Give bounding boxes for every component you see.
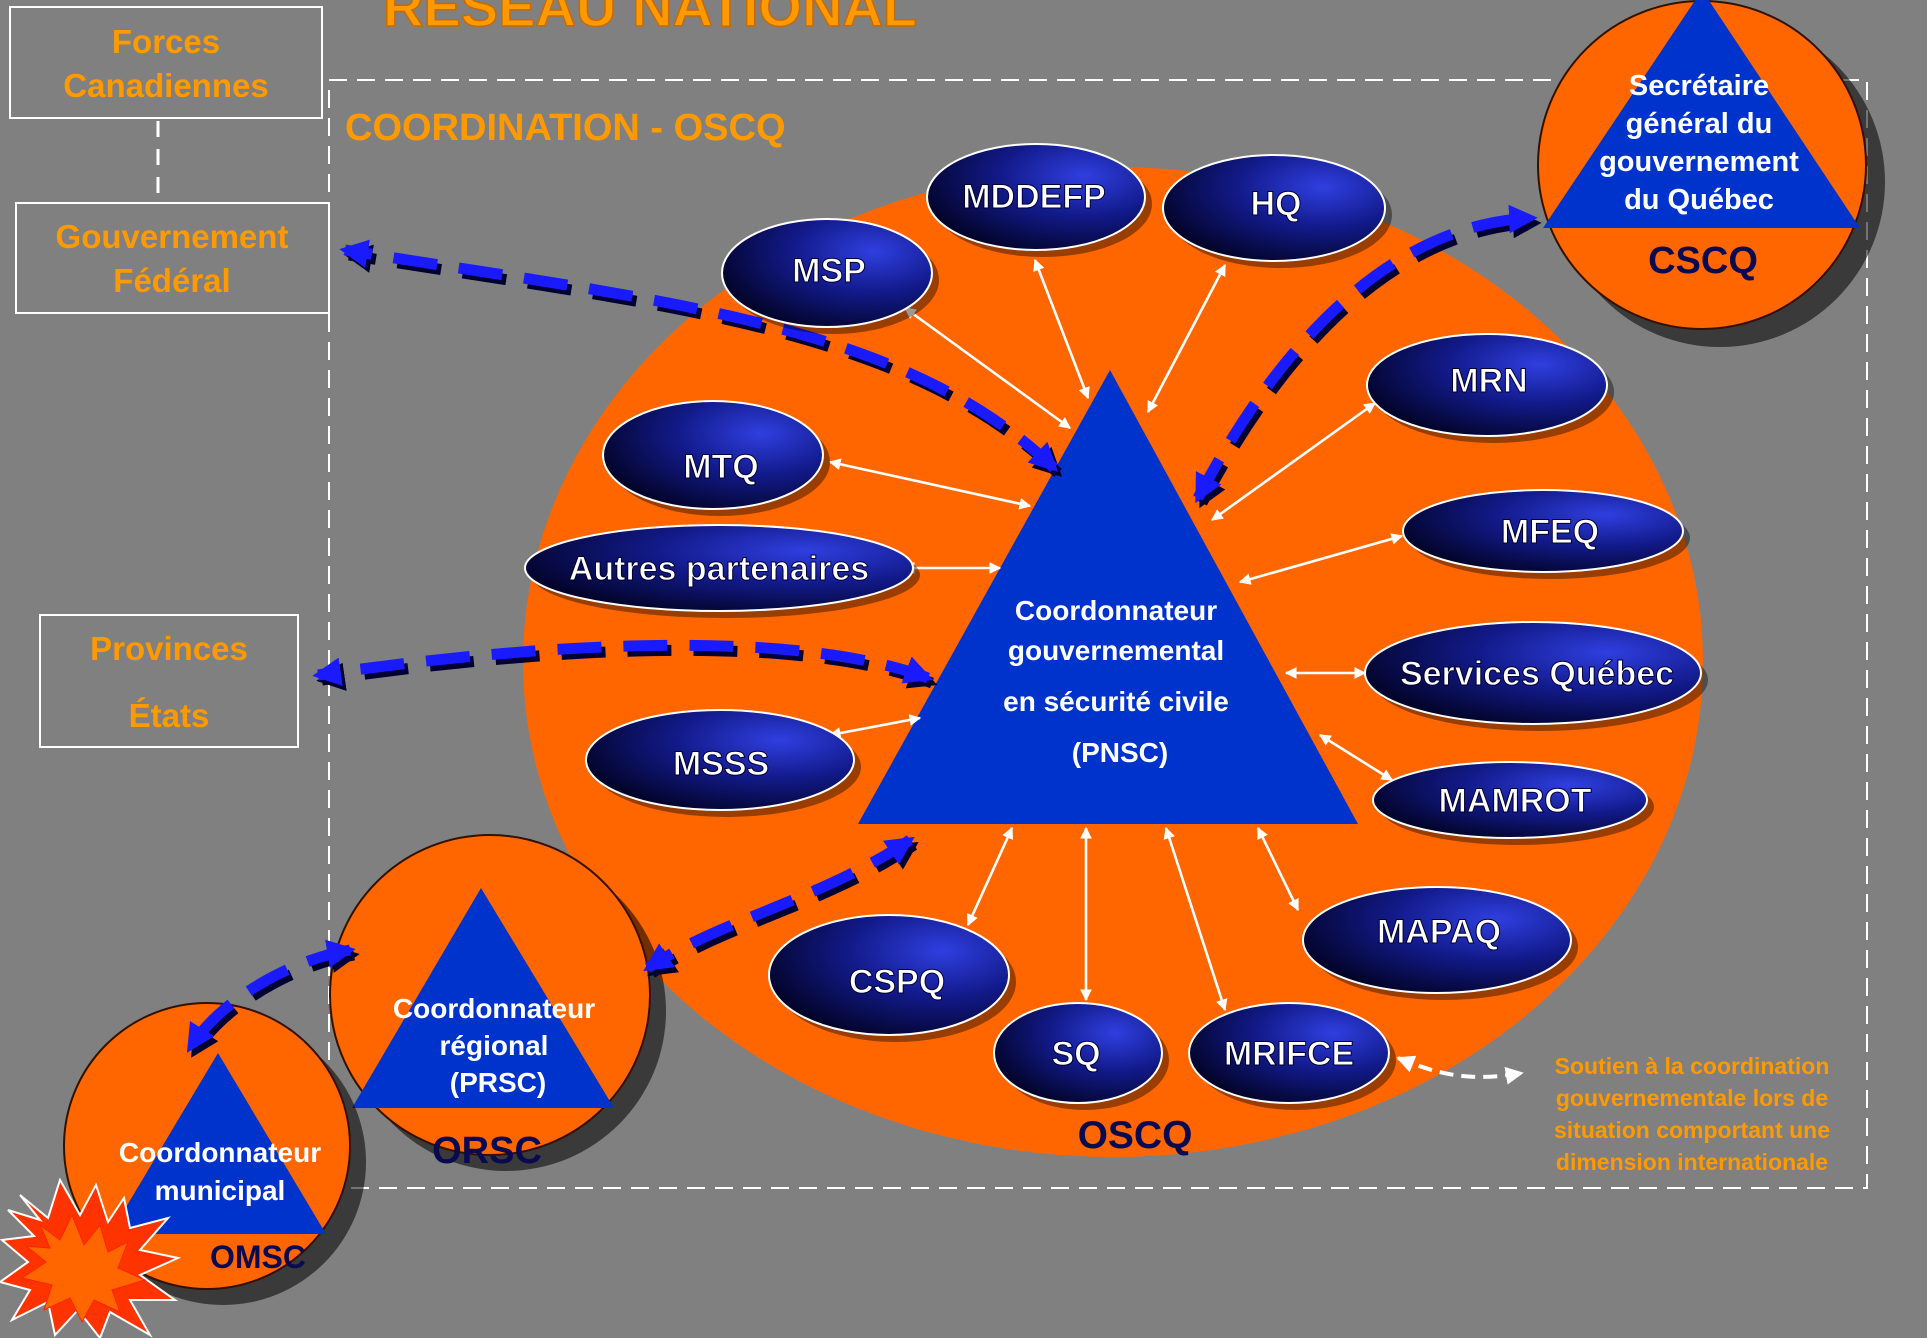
omsc-arrow <box>185 939 360 1058</box>
gouvernement-federal-label: Gouvernement <box>56 218 289 255</box>
svg-text:MTQ: MTQ <box>683 448 759 486</box>
orsc-arrow <box>643 835 919 978</box>
omsc-group: Coordonnateur municipal OMSC <box>63 1002 366 1305</box>
partner-mtq: MTQ <box>602 400 830 516</box>
page-title: RÉSEAU NATIONAL <box>383 0 917 38</box>
partner-mapaq: MAPAQ <box>1302 886 1578 1000</box>
partner-sq: SQ <box>993 1002 1169 1110</box>
central-triangle <box>858 370 1358 824</box>
gouvernement-federal-box: Gouvernement Fédéral <box>15 202 330 314</box>
partner-mddefp: MDDEFP <box>926 143 1152 257</box>
svg-text:MRN: MRN <box>1450 362 1527 400</box>
partner-mrn: MRN <box>1366 333 1614 443</box>
orsc-group: Coordonnateur régional (PRSC) ORSC <box>329 834 666 1172</box>
note-arrow <box>1396 1055 1524 1085</box>
svg-text:gouvernementale lors de: gouvernementale lors de <box>1556 1085 1828 1111</box>
orsc-text: (PRSC) <box>450 1067 546 1098</box>
international-note: Soutien à la coordination gouvernemental… <box>1554 1053 1830 1175</box>
partner-msss: MSSS <box>585 709 861 817</box>
omsc-triangle <box>110 1053 326 1234</box>
orsc-text: Coordonnateur <box>393 993 595 1024</box>
partner-msp: MSP <box>721 218 939 334</box>
cscq-arrow <box>1193 204 1542 509</box>
svg-text:Services Québec: Services Québec <box>1400 655 1674 693</box>
central-text: (PNSC) <box>1072 737 1168 768</box>
forces-canadiennes-box: Forces Canadiennes <box>9 6 323 119</box>
central-text: en sécurité civile <box>1003 686 1229 717</box>
provinces-etats-box: Provinces États <box>39 614 299 748</box>
explosion-icon <box>0 1177 182 1338</box>
svg-text:MAPAQ: MAPAQ <box>1377 913 1501 951</box>
svg-text:Soutien à la coordination: Soutien à la coordination <box>1555 1053 1830 1079</box>
svg-text:MSP: MSP <box>792 252 866 290</box>
orsc-label: ORSC <box>432 1130 542 1172</box>
oscq-label: OSCQ <box>1078 1114 1193 1157</box>
svg-text:situation comportant une: situation comportant une <box>1554 1117 1830 1143</box>
svg-text:MSSS: MSSS <box>673 745 769 783</box>
cscq-triangle <box>1543 0 1860 228</box>
provinces-arrow <box>312 639 938 691</box>
omsc-label: OMSC <box>210 1239 306 1275</box>
orsc-text: régional <box>440 1030 549 1061</box>
svg-text:dimension internationale: dimension internationale <box>1556 1149 1828 1175</box>
forces-canadiennes-label: Canadiennes <box>63 67 268 104</box>
cscq-text: Secrétaire <box>1629 70 1769 102</box>
forces-canadiennes-label: Forces <box>112 23 220 60</box>
cscq-text: gouvernement <box>1599 146 1799 178</box>
cscq-text: du Québec <box>1624 184 1774 216</box>
partner-hq: HQ <box>1162 154 1392 268</box>
partner-mamrot: MAMROT <box>1372 761 1654 845</box>
central-text: Coordonnateur <box>1015 595 1217 626</box>
svg-text:HQ: HQ <box>1251 185 1302 223</box>
gouvernement-federal-label: Fédéral <box>113 262 230 299</box>
cscq-label: CSCQ <box>1648 240 1758 282</box>
central-text: gouvernemental <box>1008 635 1224 666</box>
omsc-text: municipal <box>155 1175 286 1206</box>
svg-text:SQ: SQ <box>1051 1035 1100 1073</box>
orsc-triangle <box>352 888 614 1108</box>
coordination-label: COORDINATION - OSCQ <box>345 107 786 149</box>
coordination-frame <box>328 79 1868 1189</box>
federal-arrow <box>339 239 1063 477</box>
provinces-etats-label: Provinces <box>90 630 248 667</box>
svg-text:Autres partenaires: Autres partenaires <box>569 550 869 588</box>
partner-mrifce: MRIFCE <box>1188 1002 1396 1110</box>
svg-text:CSPQ: CSPQ <box>849 963 945 1001</box>
svg-text:MRIFCE: MRIFCE <box>1224 1035 1354 1073</box>
partner-mfeq: MFEQ <box>1402 489 1690 579</box>
svg-text:MDDEFP: MDDEFP <box>962 178 1106 216</box>
cscq-text: général du <box>1626 108 1773 140</box>
partner-autres: Autres partenaires <box>524 524 920 618</box>
provinces-etats-label: États <box>129 697 210 734</box>
partner-services-quebec: Services Québec <box>1364 621 1708 731</box>
cscq-group: Secrétaire général du gouvernement du Qu… <box>1537 0 1885 347</box>
svg-text:MFEQ: MFEQ <box>1501 513 1599 551</box>
partner-cspq: CSPQ <box>768 914 1016 1042</box>
svg-text:MAMROT: MAMROT <box>1439 782 1592 820</box>
omsc-text: Coordonnateur <box>119 1137 321 1168</box>
